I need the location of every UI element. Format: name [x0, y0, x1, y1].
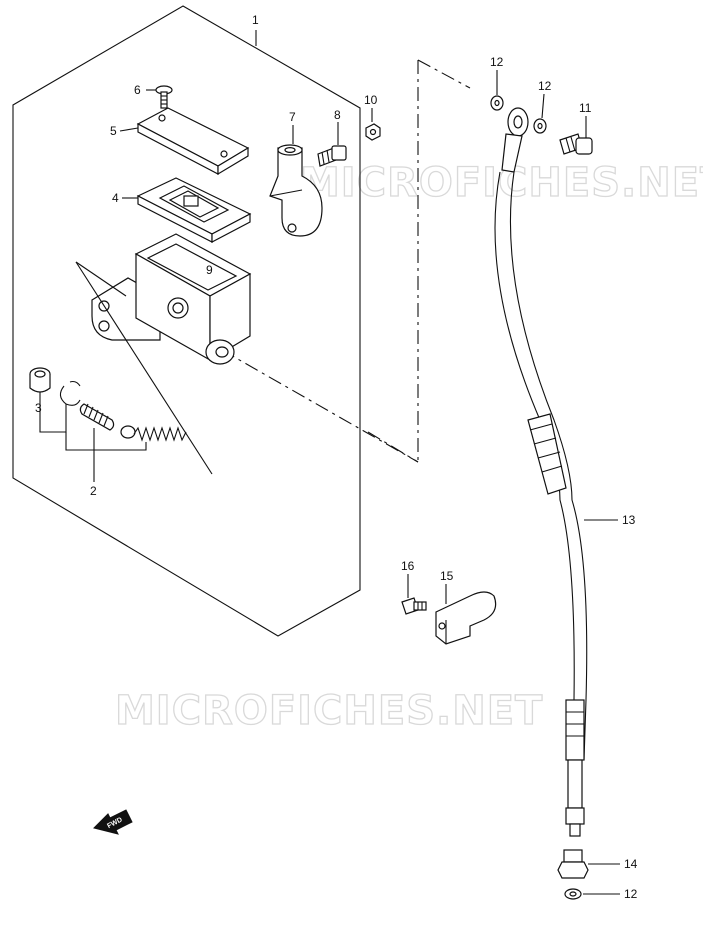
callout-9: 9 [206, 263, 213, 277]
callout-13: 13 [622, 513, 636, 527]
callout-2: 2 [90, 484, 97, 498]
watermark-top: MICROFICHES.NET [300, 160, 703, 206]
callout-5: 5 [110, 124, 117, 138]
fwd-arrow-icon: FWD [93, 809, 133, 835]
bolt-part-8 [317, 145, 347, 167]
diaphragm-part-4 [136, 177, 252, 243]
callout-14: 14 [624, 857, 638, 871]
washer-part-12-top-a [490, 95, 504, 111]
projection-line-body [221, 349, 419, 463]
leader-5 [119, 127, 139, 132]
leader-body-triangle-b [75, 261, 127, 297]
washer-part-12-bottom [564, 888, 582, 900]
callout-12-top-b: 12 [538, 79, 552, 93]
projection-line-top [417, 59, 471, 89]
spring-part [120, 425, 187, 442]
circlip-part [59, 380, 81, 406]
callout-4: 4 [112, 191, 119, 205]
callout-1: 1 [252, 13, 259, 27]
bolt-part-16 [401, 597, 427, 615]
callout-6: 6 [134, 83, 141, 97]
callout-15: 15 [440, 569, 454, 583]
callout-10: 10 [364, 93, 378, 107]
leader-body-triangle-a [75, 261, 213, 475]
washer-part-12-top-b [533, 118, 547, 134]
clamp-part-7 [269, 144, 323, 237]
nut-part-10 [365, 123, 381, 141]
callout-11: 11 [579, 101, 592, 115]
callout-16: 16 [401, 559, 415, 573]
union-part-14 [557, 849, 589, 879]
callout-8: 8 [334, 108, 341, 122]
screw-part-6 [155, 85, 173, 109]
piston-cup-part-3 [29, 367, 51, 393]
bracket-2 [65, 432, 147, 451]
reservoir-cap-part-5 [136, 107, 250, 176]
leader-12b [541, 93, 545, 119]
callout-12-bottom: 12 [624, 887, 638, 901]
bracket-clip-part-15 [435, 591, 497, 645]
watermark-bottom: MICROFICHES.NET [115, 688, 543, 734]
bracket-3 [39, 400, 67, 433]
piston-part-2 [79, 403, 115, 431]
assembly-outline [12, 5, 361, 637]
banjo-bolt-part-11 [559, 133, 593, 155]
callout-12-top-a: 12 [490, 55, 504, 69]
brake-hose-part-13 [494, 107, 588, 837]
callout-3: 3 [35, 401, 42, 415]
master-cylinder-body [91, 233, 252, 365]
callout-7: 7 [289, 110, 296, 124]
